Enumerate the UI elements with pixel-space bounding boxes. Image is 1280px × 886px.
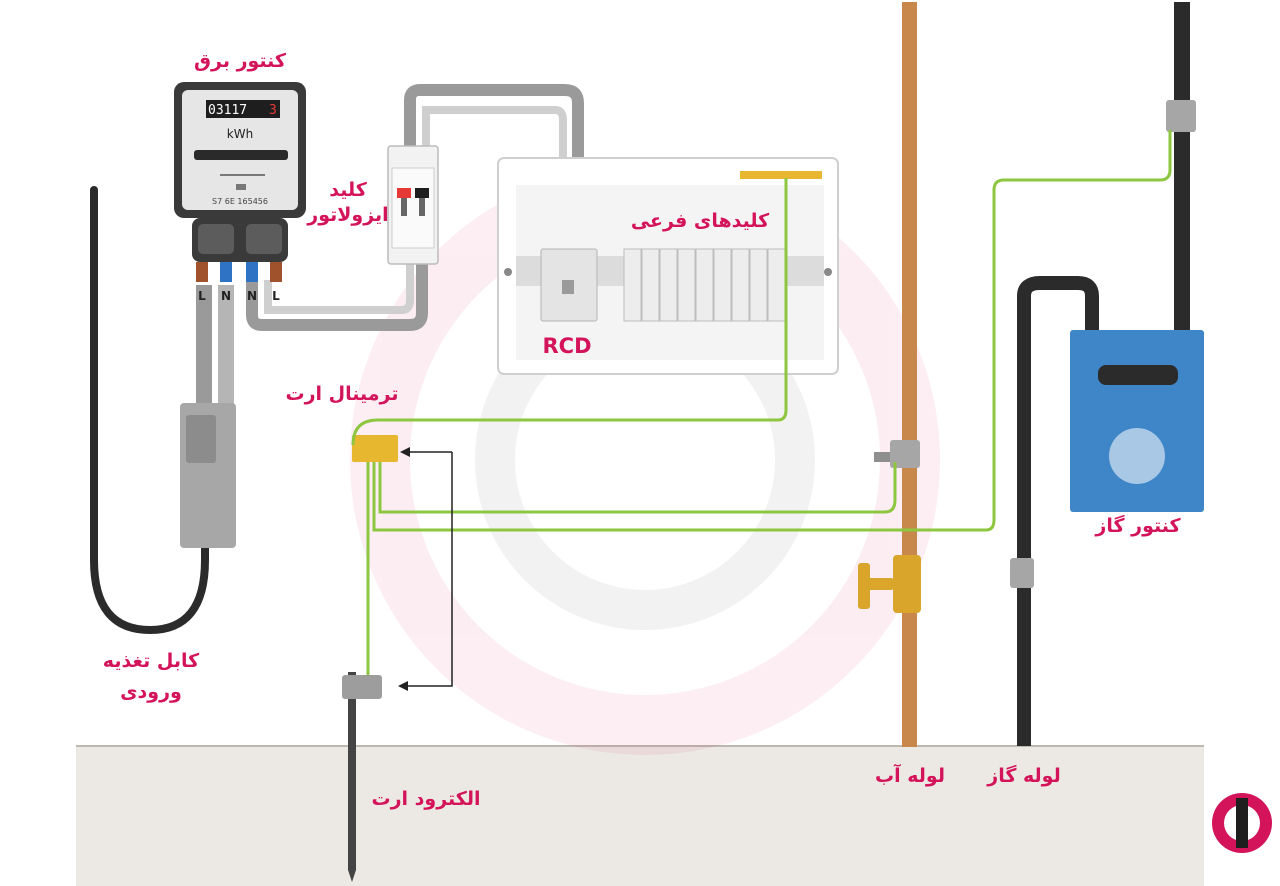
electricity-meter [174, 82, 306, 282]
label-gas-pipe: لوله گاز [987, 765, 1061, 787]
arrow-head-electrode [398, 681, 408, 691]
cable-meter-isolator-1 [246, 262, 428, 331]
label-isolator-line1: کلید [329, 179, 367, 201]
label-supply-cable-line2: ورودی [120, 681, 182, 703]
ground [76, 746, 1204, 886]
rcd-device [540, 248, 598, 322]
meter-unit: kWh [227, 127, 253, 141]
arrow-head-terminal [400, 447, 410, 457]
gas-pipe-out [1174, 2, 1190, 332]
label-isolator-line2: ایزولاتور [307, 204, 389, 226]
label-rcd: RCD [542, 334, 592, 358]
label-sub-switches: کلیدهای فرعی [630, 210, 770, 232]
meter-serial: S7 6E 165456 [212, 197, 268, 206]
water-pipe [902, 2, 917, 747]
label-gas-meter: کنتور گاز [1095, 515, 1181, 537]
gas-pipe-clamp [1166, 100, 1196, 132]
earth-terminal-block [352, 435, 398, 462]
label-earth-terminal: ترمینال ارت [285, 383, 399, 405]
electrode-clamp [342, 675, 382, 699]
label-earth-electrode: الکترود ارت [371, 788, 481, 810]
meter-reading-last-digit: 3 [269, 103, 277, 118]
earth-wire-water [378, 462, 897, 514]
terminal-label-3: N [247, 289, 257, 303]
terminal-label-2: N [221, 289, 231, 303]
gas-meter [1070, 330, 1204, 512]
label-supply-cable: کابل تغذیه ورودی [82, 646, 220, 708]
water-pipe-clamp [890, 440, 920, 468]
meter-cable-left [196, 285, 212, 405]
brand-logo [1212, 793, 1272, 853]
sub-breakers [623, 248, 786, 322]
cable-meter-isolator-2 [264, 262, 414, 314]
water-pipe-clamp-screw [874, 452, 890, 462]
earth-wire-gas [372, 130, 1172, 532]
water-valve [858, 555, 921, 613]
terminal-label-4: L [272, 289, 280, 303]
earth-electrode [348, 672, 356, 882]
supply-cable [90, 186, 209, 635]
earth-wire-board [351, 178, 788, 446]
gas-pipe-in [1017, 276, 1099, 746]
terminal-label-1: L [198, 289, 206, 303]
label-supply-cable-line1: کابل تغذیه [102, 650, 200, 672]
cable-isolator-board-1 [404, 84, 584, 262]
cable-joint-clamp [186, 415, 216, 463]
label-isolator-switch: کلید ایزولاتور [306, 178, 390, 228]
meter-cable-right [218, 285, 234, 415]
meter-reading: 03117 [208, 103, 247, 118]
isolator-switch [387, 145, 439, 265]
cable-isolator-board-2 [422, 106, 567, 262]
gas-valve [1010, 558, 1034, 588]
label-water-pipe: لوله آب [875, 765, 945, 787]
arrow-path [400, 452, 453, 687]
label-electric-meter: کنتور برق [194, 50, 286, 72]
